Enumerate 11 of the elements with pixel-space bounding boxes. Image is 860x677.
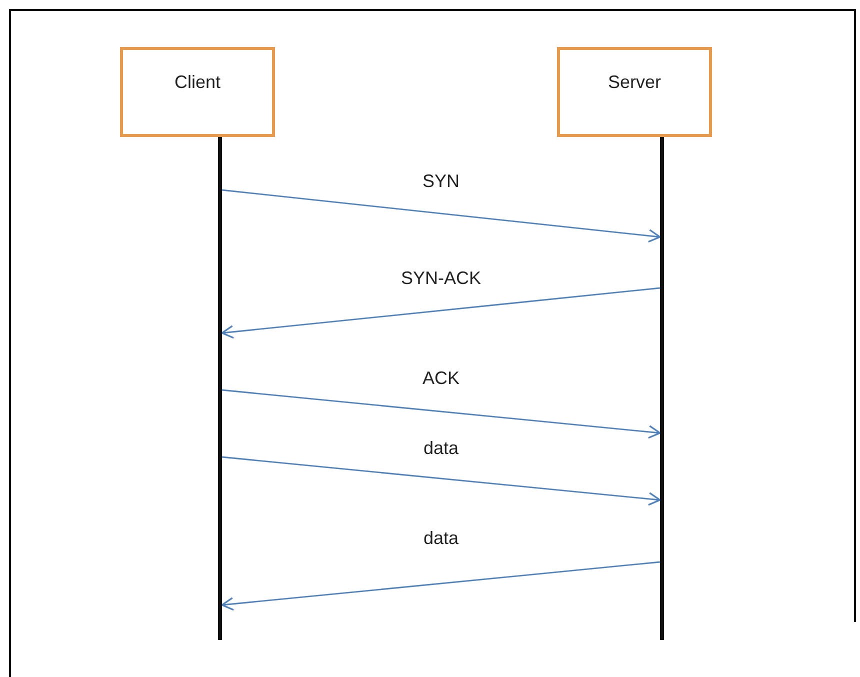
message-arrow [222, 389, 661, 439]
lifeline [218, 137, 222, 640]
message-arrow [222, 189, 661, 243]
participant-box [557, 47, 712, 137]
lifeline [660, 137, 664, 640]
message-arrow [221, 561, 660, 611]
message-arrow [222, 456, 661, 506]
participant-box [120, 47, 275, 137]
participant-name: Client [174, 72, 221, 94]
participant-name: Server [608, 72, 661, 94]
message-arrow [221, 287, 660, 339]
